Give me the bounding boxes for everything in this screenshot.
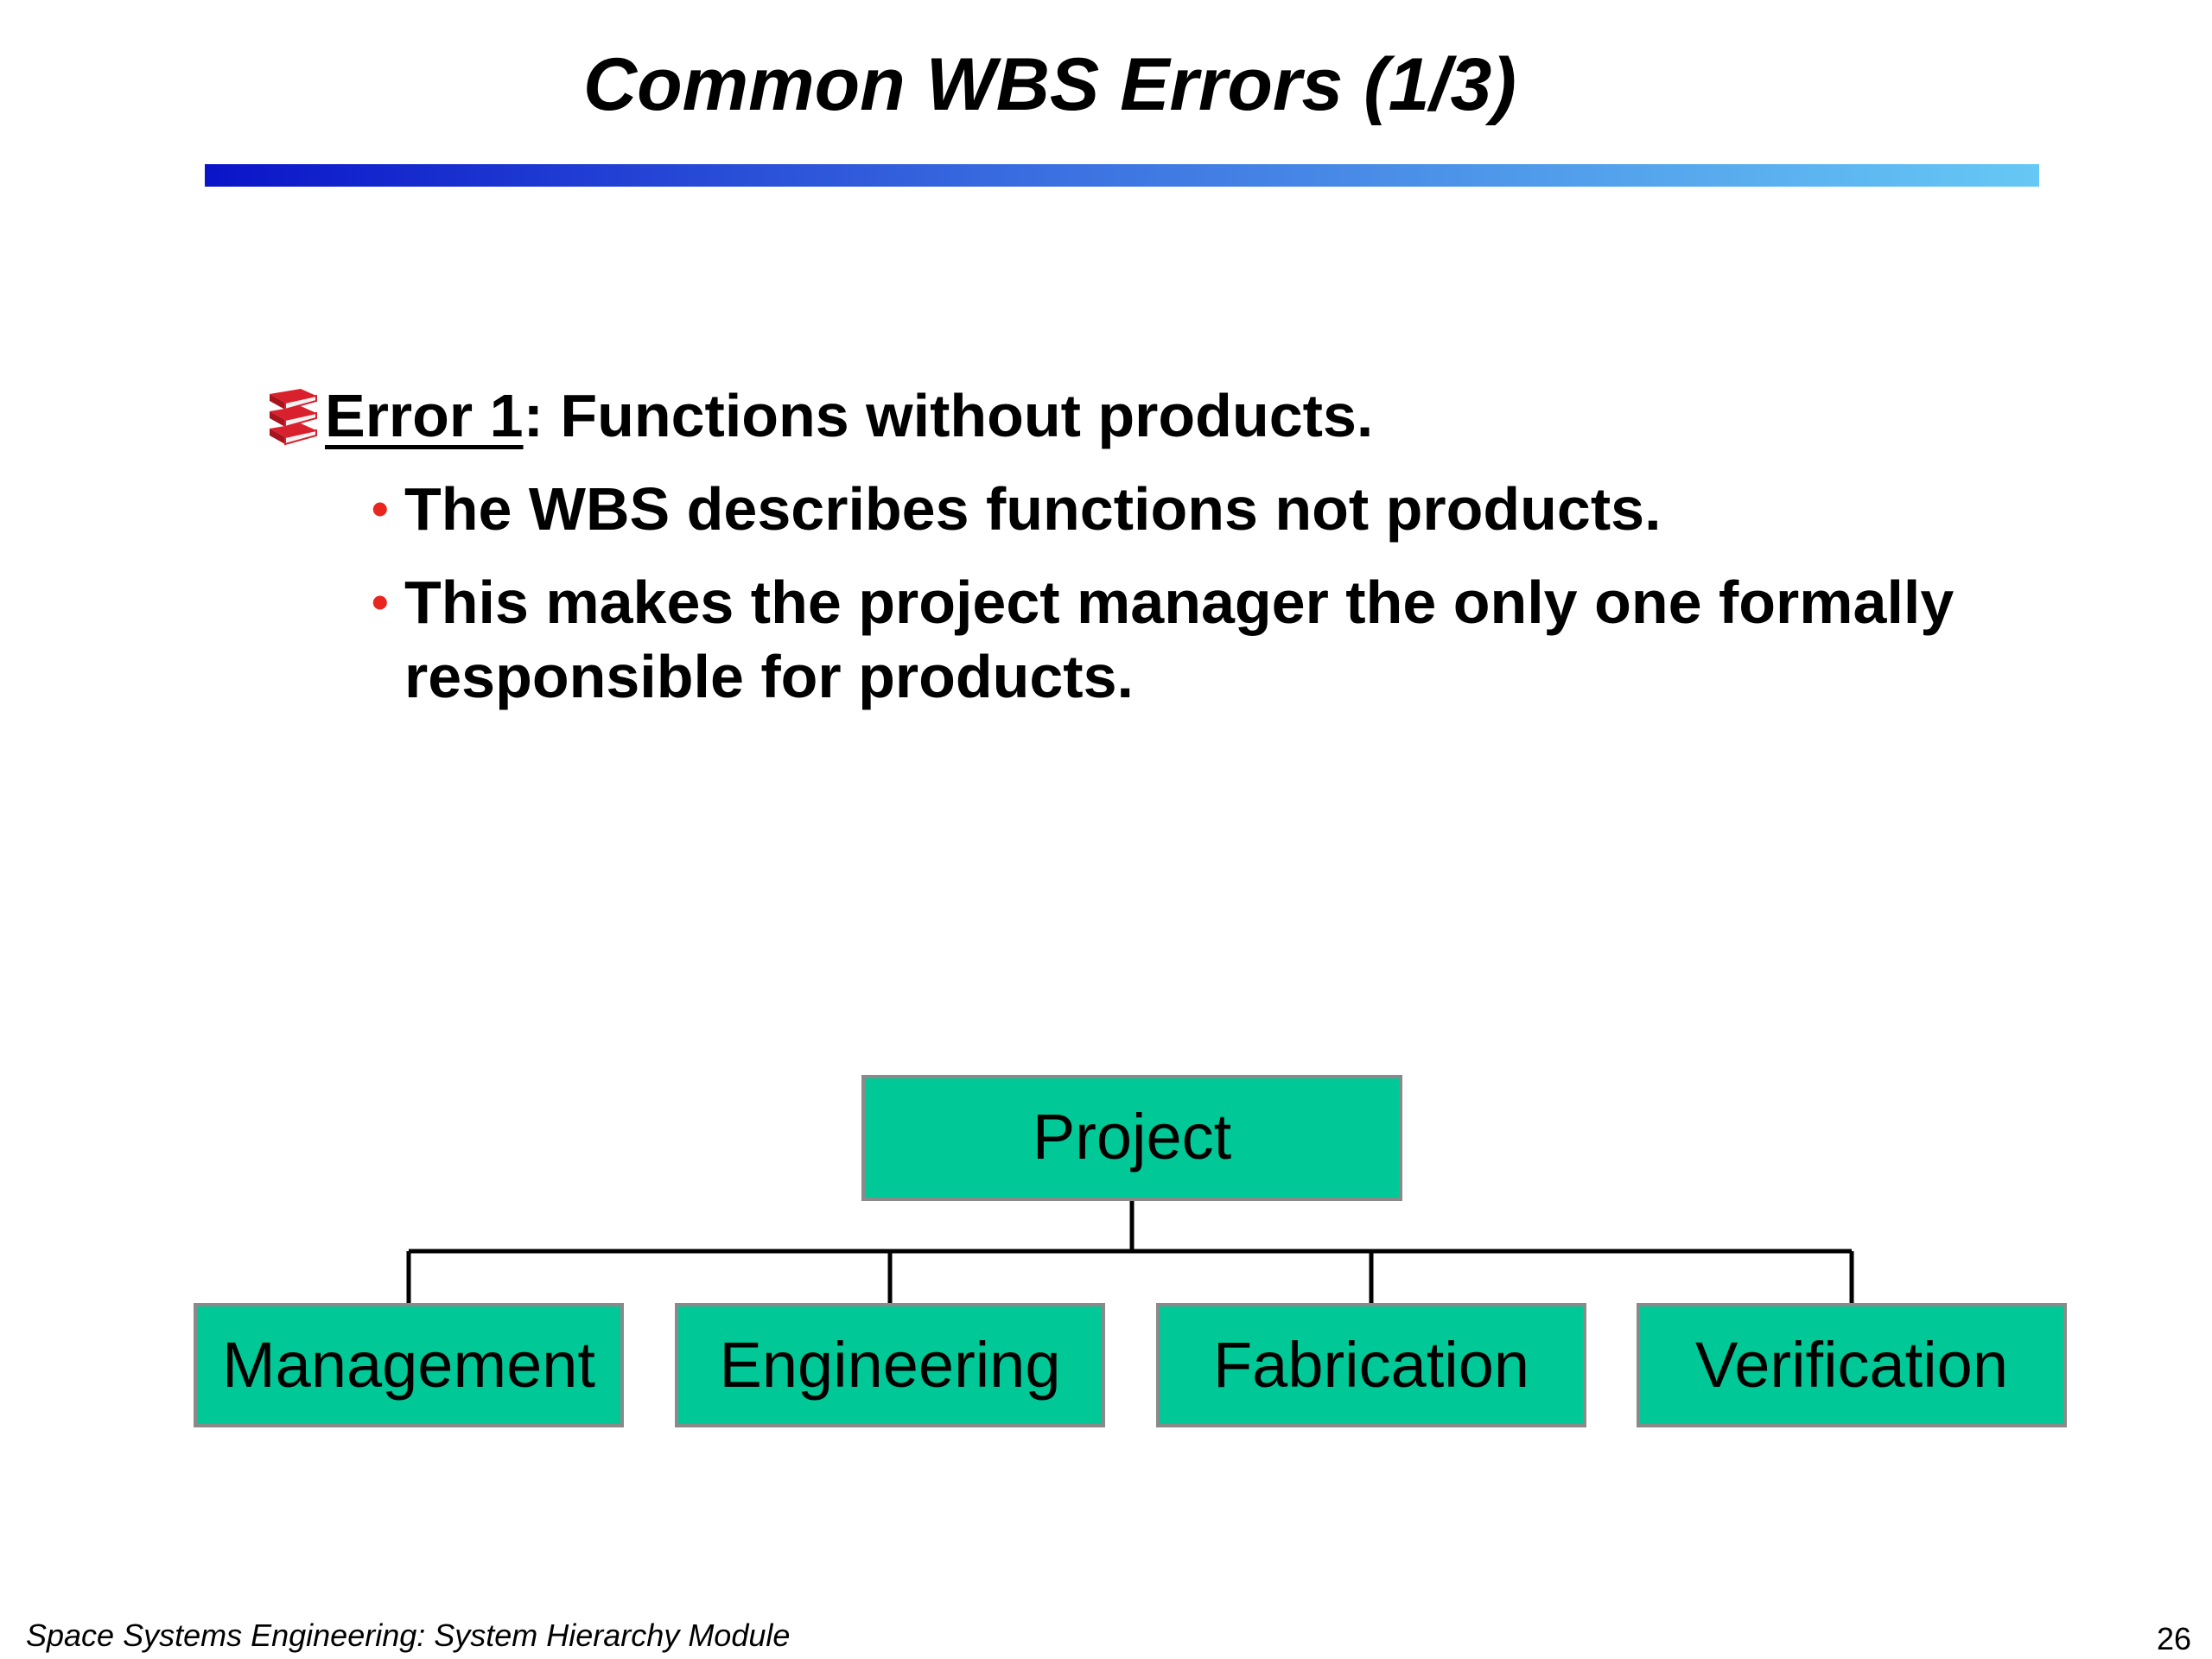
bullet-dot: • — [372, 575, 389, 629]
wbs-node-label: Engineering — [720, 1329, 1061, 1401]
wbs-node-fabrication: Fabrication — [1156, 1303, 1586, 1427]
wbs-node-label: Fabrication — [1213, 1329, 1529, 1401]
title-rule — [205, 164, 2039, 187]
wbs-node-label: Verification — [1695, 1329, 2008, 1401]
bullet-text: The WBS describes functions not products… — [404, 475, 1662, 543]
wbs-node-project: Project — [861, 1075, 1402, 1201]
bullet-item: • This makes the project manager the onl… — [372, 565, 2082, 714]
bullet-text: This makes the project manager the only … — [404, 569, 1955, 710]
wbs-node-management: Management — [194, 1303, 624, 1427]
footer-course-title: Space Systems Engineering: System Hierar… — [26, 1618, 791, 1653]
error-heading: Error 1: Functions without products. — [325, 377, 1373, 454]
wbs-node-engineering: Engineering — [675, 1303, 1105, 1427]
error-label: Error 1 — [325, 382, 524, 449]
wbs-node-verification: Verification — [1637, 1303, 2067, 1427]
page-number: 26 — [2156, 1621, 2191, 1656]
slide-title: Common WBS Errors (1/3) — [583, 43, 1516, 126]
bullet-dot: • — [372, 481, 389, 536]
wbs-node-label: Project — [1033, 1101, 1232, 1173]
error-text: : Functions without products. — [523, 382, 1374, 449]
wbs-node-label: Management — [222, 1329, 595, 1401]
bullet-item: • The WBS describes functions not produc… — [372, 472, 2082, 546]
book-stack-icon — [270, 389, 317, 446]
